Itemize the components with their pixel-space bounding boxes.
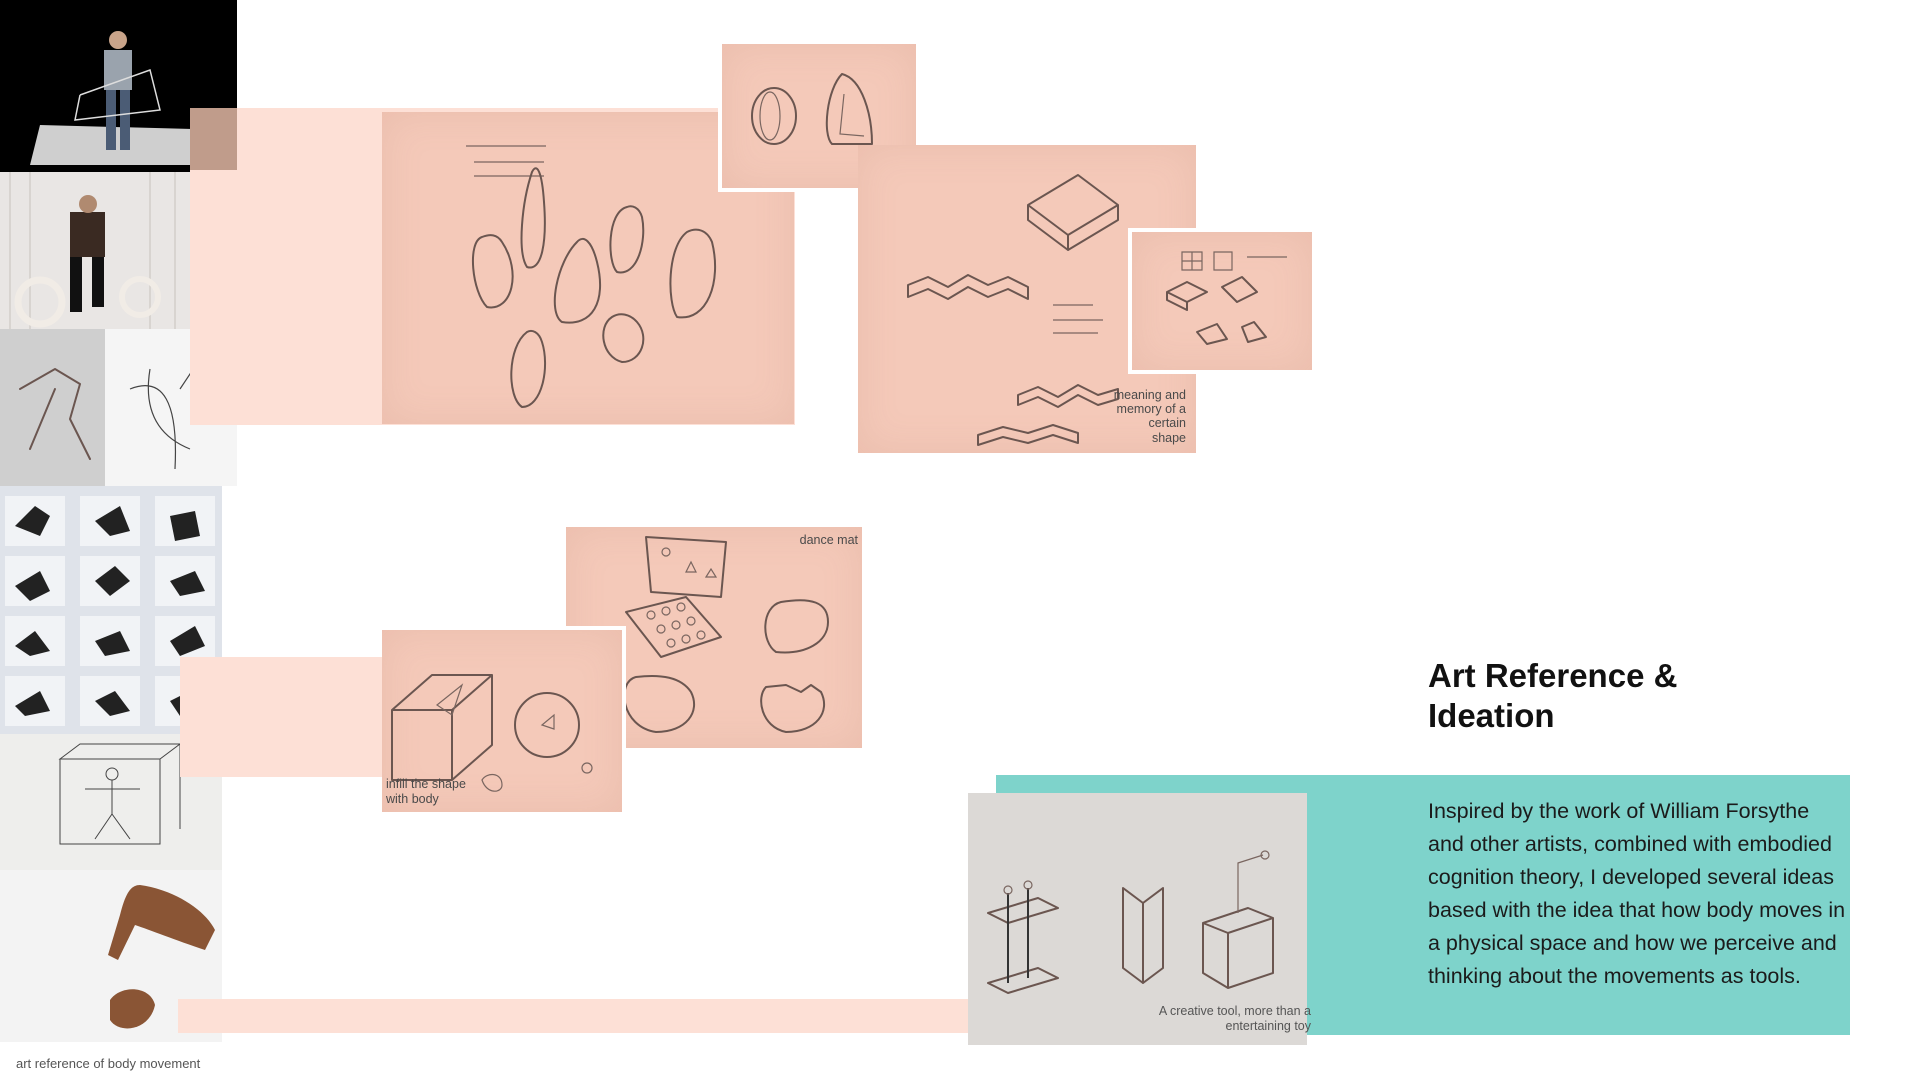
title-line-2: Ideation xyxy=(1428,697,1555,734)
title-line-1: Art Reference & xyxy=(1428,657,1678,694)
sketch-pebble-shapes xyxy=(382,112,794,424)
infill-caption: infill the shape with body xyxy=(386,777,466,806)
page-title: Art Reference & Ideation xyxy=(1428,656,1788,736)
peach-band-overlay xyxy=(190,108,237,170)
sketch-blocks xyxy=(1128,228,1316,374)
tool-caption: A creative tool, more than a entertainin… xyxy=(1158,1004,1311,1033)
dance-mat-caption: dance mat xyxy=(799,533,858,547)
sketch-infill-shape: infill the shape with body xyxy=(382,626,626,812)
description-paragraph: Inspired by the work of William Forsythe… xyxy=(1428,799,1846,988)
reference-photo-1 xyxy=(0,0,237,172)
shape-memory-caption: meaning and memory of a certain shape xyxy=(1113,387,1186,445)
peach-band-bottom xyxy=(178,999,998,1033)
peach-band-middle xyxy=(180,657,390,777)
left-strip-caption: art reference of body movement xyxy=(16,1056,201,1071)
sketch-creative-tool: A creative tool, more than a entertainin… xyxy=(968,793,1311,1045)
